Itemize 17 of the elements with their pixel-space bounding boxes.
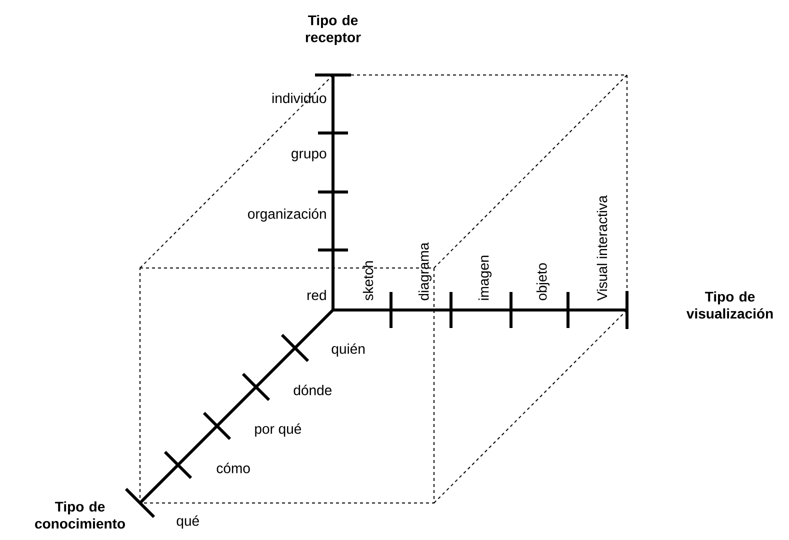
tick-label: quién	[332, 343, 365, 357]
tick-label: dónde	[294, 384, 332, 396]
tick-label: qué	[176, 515, 199, 529]
tick-label: imagen	[478, 256, 492, 300]
tick-label: grupo	[292, 150, 326, 162]
axis-title: Tipo de receptor	[306, 14, 361, 46]
tick-label: Visual interactiva	[596, 195, 608, 301]
tick-label: individuo	[272, 92, 326, 104]
axis-title: Tipo de conocimiento	[35, 501, 125, 529]
tick-label: red	[308, 290, 326, 300]
tick-label: diagrama	[418, 242, 432, 300]
axis-title: Tipo de visualización	[686, 291, 773, 319]
tick-label: por qué	[255, 423, 302, 437]
tick-label: cómo	[216, 462, 250, 474]
tick-label: organización	[248, 208, 326, 222]
tick-label: objeto	[536, 263, 550, 300]
tick-label: sketch	[362, 261, 374, 300]
